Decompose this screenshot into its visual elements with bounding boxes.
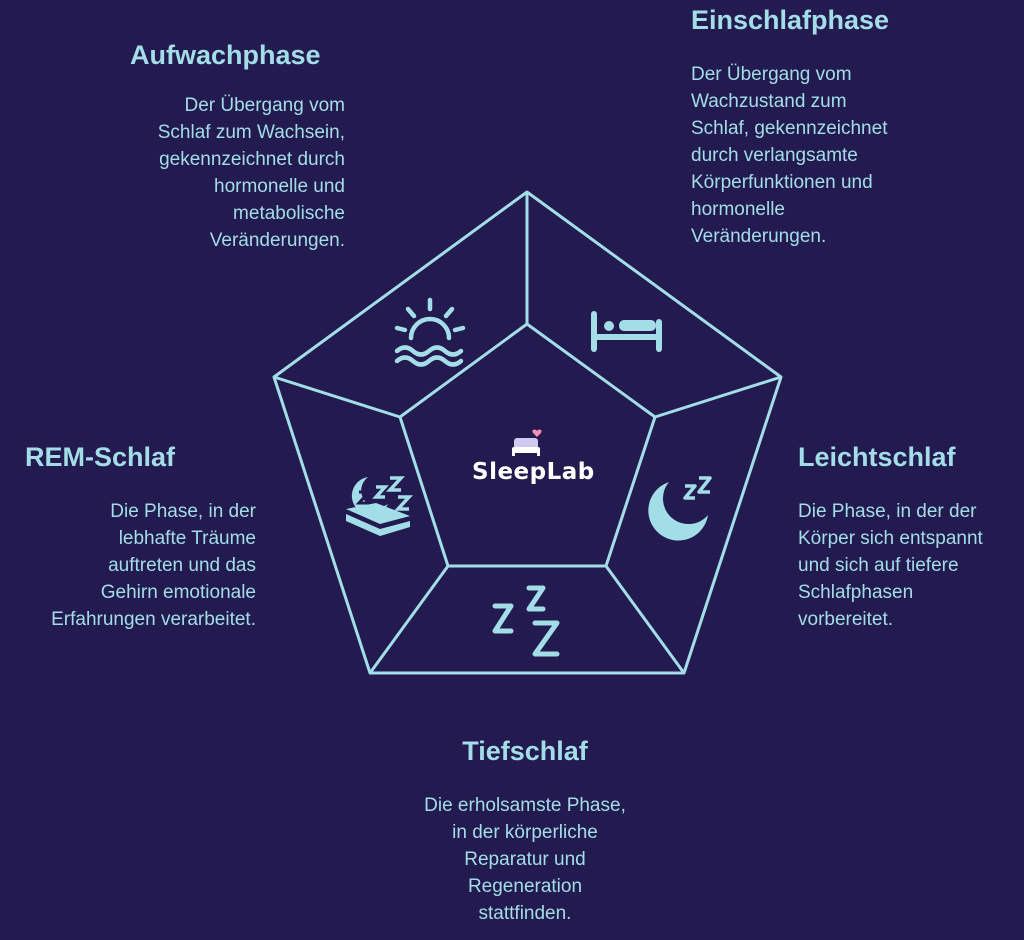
divider-bottom-left [368,565,450,674]
phase-desc-tiefschlaf: Die erholsamste Phase, in der körperlich… [424,795,626,924]
bed-icon [591,311,662,352]
dreaming-sleeper-icon [346,476,413,536]
outer-pentagon [272,190,783,675]
inner-pentagon [398,322,657,568]
divider-right [654,375,782,419]
divider-bottom-right [604,565,686,674]
divider-left [273,375,401,419]
bed-heart-icon [512,429,542,456]
phase-title-einschlafphase: Einschlafphase [691,5,890,35]
phase-title-tiefschlaf: Tiefschlaf [462,736,588,766]
moon-zz-icon [648,476,712,541]
phase-desc-aufwachphase: Der Übergang vom Schlaf zum Wachsein, ge… [157,95,345,251]
phase-title-leichtschlaf: Leichtschlaf [798,442,956,472]
sunrise-icon [394,297,466,367]
phase-title-rem-schlaf: REM-Schlaf [25,442,176,472]
phase-desc-einschlafphase: Der Übergang vom Wachzustand zum Schlaf,… [691,64,888,247]
logo-text: SleepLab [472,459,595,485]
phase-title-aufwachphase: Aufwachphase [130,40,321,70]
zzz-icon [492,585,560,657]
phase-desc-leichtschlaf: Die Phase, in der der Körper sich entspa… [798,501,983,630]
phase-desc-rem-schlaf: Die Phase, in der lebhafte Träume auftre… [51,501,256,630]
